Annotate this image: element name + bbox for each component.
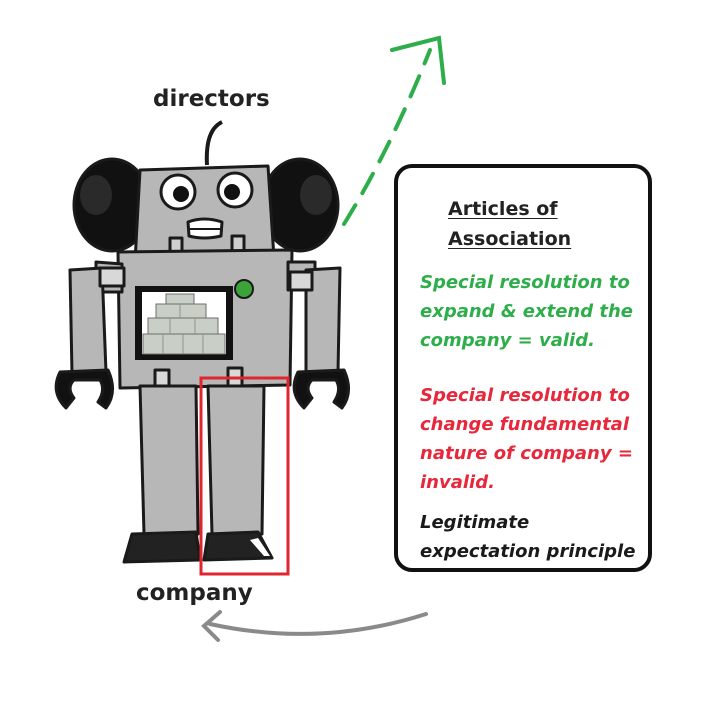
leg-highlight-box [199,376,290,576]
dashed-arrow-up-icon [342,35,446,226]
principle-text: Legitimate expectation principle [420,512,636,562]
curved-arrow-left-icon [201,610,428,642]
articles-panel: Articles of Association Special resoluti… [394,164,652,572]
directors-label: directors [153,86,270,112]
valid-resolution-text: Special resolution to expand & extend th… [420,272,634,351]
panel-heading: Articles of Association [448,198,572,250]
money-stack-icon [135,286,233,360]
invalid-resolution-text: Special resolution to change fundamental… [420,385,633,493]
green-light-icon [234,279,254,299]
company-label: company [136,580,253,606]
